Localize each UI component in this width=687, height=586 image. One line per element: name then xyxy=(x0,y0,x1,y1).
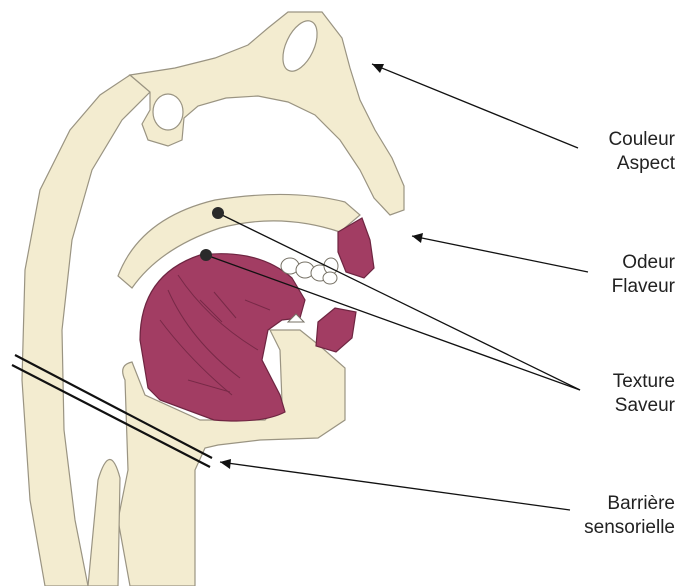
label-sensory-barrier: Barrière sensorielle xyxy=(540,492,675,540)
tongue-receptor-dot xyxy=(200,249,212,261)
lower-lip xyxy=(316,308,356,352)
label-barrier: Barrière xyxy=(540,492,675,516)
arrowhead-odor-flavor xyxy=(412,233,423,243)
label-sensory: sensorielle xyxy=(540,516,675,540)
nasal-concha xyxy=(153,94,183,130)
label-texture-taste: Texture Saveur xyxy=(560,370,675,418)
label-color-aspect: Couleur Aspect xyxy=(560,128,675,176)
label-taste: Saveur xyxy=(560,394,675,418)
label-aspect: Aspect xyxy=(560,152,675,176)
label-odor: Odeur xyxy=(560,251,675,275)
label-texture: Texture xyxy=(560,370,675,394)
arrowhead-sensory-barrier xyxy=(220,459,231,469)
label-odor-flavor: Odeur Flaveur xyxy=(560,251,675,299)
label-color: Couleur xyxy=(560,128,675,152)
label-flavor: Flaveur xyxy=(560,275,675,299)
palate-receptor-dot xyxy=(212,207,224,219)
arrow-color-aspect xyxy=(372,64,578,148)
arrow-sensory-barrier xyxy=(220,462,570,510)
esophagus-opening xyxy=(88,459,120,586)
